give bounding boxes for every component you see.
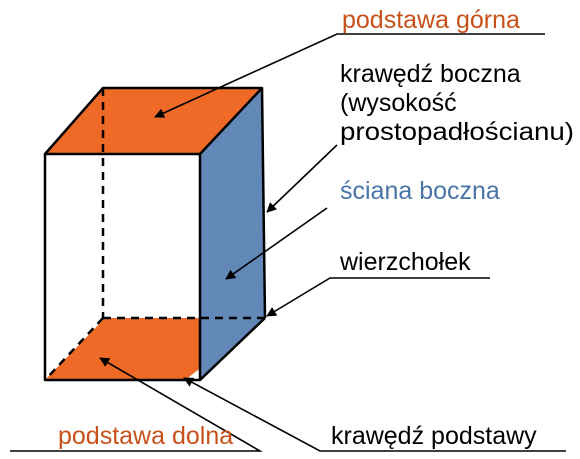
side-face — [200, 88, 265, 380]
label-sciana-boczna: ściana boczna — [340, 177, 500, 205]
leader-krawedz-boczna — [266, 144, 338, 213]
label-krawedz-boczna-line1: krawędź boczna — [340, 60, 521, 88]
leader-podstawa-dolna — [10, 357, 263, 452]
label-podstawa-dolna: podstawa dolna — [58, 422, 233, 450]
leader-wierzcholek — [266, 277, 490, 317]
top-base-face — [45, 88, 262, 154]
leader-lines — [10, 33, 566, 452]
leader-krawedz-podstawy — [183, 377, 566, 452]
label-krawedz-podstawy: krawędź podstawy — [331, 422, 537, 450]
leader-podstawa-gorna — [154, 33, 545, 118]
cuboid-edges — [43, 86, 267, 382]
leader-sciana-boczna — [225, 207, 328, 280]
hidden-edges — [44, 88, 265, 381]
label-krawedz-boczna-line2: (wysokość — [340, 89, 457, 117]
label-podstawa-gorna: podstawa górna — [342, 6, 520, 34]
label-wierzcholek: wierzchołek — [339, 248, 471, 276]
label-krawedz-boczna-line3: prostopadłościanu) — [340, 118, 574, 146]
